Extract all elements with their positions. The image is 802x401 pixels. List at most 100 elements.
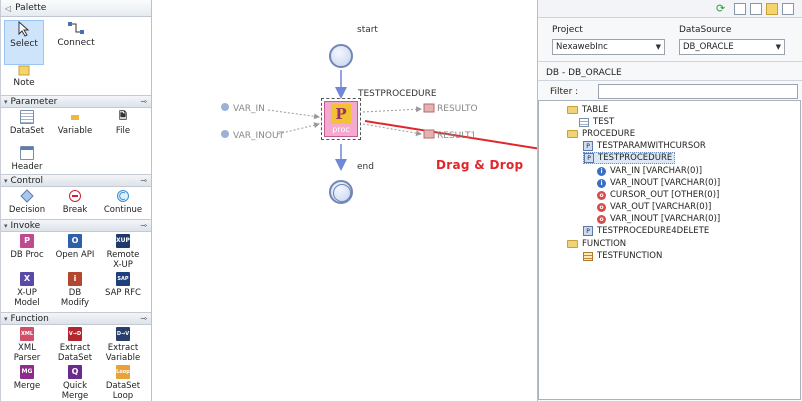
db-proc-label: DB Proc bbox=[10, 250, 44, 260]
var-inout-param[interactable]: VAR_INOUT bbox=[233, 131, 285, 141]
open-api-tool[interactable]: O Open API bbox=[51, 234, 99, 270]
in-param-icon: i bbox=[597, 166, 606, 176]
tree-node-param[interactable]: i VAR_INOUT [VARCHAR(0)] bbox=[597, 177, 720, 189]
refresh-icon[interactable]: ⟳ bbox=[716, 2, 726, 15]
tree-node-param[interactable]: i VAR_IN [VARCHAR(0)] bbox=[597, 165, 702, 177]
tree-node-procedure-folder[interactable]: PROCEDURE bbox=[567, 128, 635, 140]
variable-label: Variable bbox=[57, 126, 93, 136]
db-explorer-panel: ⟳ Project NexawebInc ▼ DataSource DB_ORA… bbox=[537, 0, 802, 401]
pin-icon[interactable]: ⊸ bbox=[140, 314, 147, 323]
select-tool[interactable]: Select bbox=[4, 20, 44, 65]
db-proc-icon: P bbox=[331, 104, 351, 124]
section-title: DB - DB_ORACLE bbox=[546, 68, 622, 78]
pin-icon[interactable]: ⊸ bbox=[140, 176, 147, 185]
palette-title: Palette bbox=[15, 3, 47, 13]
tree-node-param[interactable]: o CURSOR_OUT [OTHER(0)] bbox=[597, 189, 719, 201]
extract-variable-tool[interactable]: D→V Extract Variable bbox=[99, 327, 147, 363]
arrow-cursor-icon bbox=[18, 21, 30, 37]
end-label: end bbox=[357, 162, 374, 172]
xup-model-tool[interactable]: X X-UP Model bbox=[3, 272, 51, 308]
sap-rfc-tool[interactable]: SAP SAP RFC bbox=[99, 272, 147, 308]
tree-node-param[interactable]: o VAR_INOUT [VARCHAR(0)] bbox=[597, 213, 720, 225]
link-editor-icon[interactable] bbox=[766, 3, 778, 15]
merge-tool[interactable]: MG Merge bbox=[3, 365, 51, 401]
quick-merge-label: Quick Merge bbox=[61, 381, 89, 401]
section-expanded-icon: ▾ bbox=[4, 97, 8, 106]
tree-node-testprocedure4delete[interactable]: P TESTPROCEDURE4DELETE bbox=[583, 225, 709, 237]
divider bbox=[538, 61, 802, 62]
tree-node-testparamwithcursor[interactable]: P TESTPARAMWITHCURSOR bbox=[583, 140, 706, 152]
parameter-section-header[interactable]: ▾ Parameter ⊸ bbox=[1, 95, 151, 108]
folder-icon bbox=[567, 106, 578, 114]
tree-node-table-folder[interactable]: TABLE bbox=[567, 104, 608, 116]
control-section-header[interactable]: ▾ Control ⊸ bbox=[1, 174, 151, 187]
decision-tool[interactable]: Decision bbox=[3, 189, 51, 219]
dataset-tool[interactable]: DataSet bbox=[3, 110, 51, 144]
pin-icon[interactable]: ⊸ bbox=[140, 221, 147, 230]
testprocedure-node[interactable]: P proc bbox=[321, 98, 361, 140]
flow-canvas[interactable]: start TESTPROCEDURE P proc end VAR_IN VA… bbox=[153, 0, 537, 401]
tree-node-testfunction[interactable]: TESTFUNCTION bbox=[583, 250, 662, 262]
select-tool-label: Select bbox=[10, 39, 38, 49]
procedure-icon: P bbox=[583, 226, 593, 236]
tree-node-label: VAR_INOUT [VARCHAR(0)] bbox=[610, 214, 721, 224]
quick-merge-tool[interactable]: Q Quick Merge bbox=[51, 365, 99, 401]
end-node[interactable] bbox=[329, 180, 353, 204]
tree-node-function-folder[interactable]: FUNCTION bbox=[567, 238, 626, 250]
datasource-select[interactable]: DB_ORACLE ▼ bbox=[679, 39, 785, 55]
project-select[interactable]: NexawebInc ▼ bbox=[552, 39, 665, 55]
invoke-section-header[interactable]: ▾ Invoke ⊸ bbox=[1, 219, 151, 232]
tree-node-testprocedure[interactable]: P TESTPROCEDURE bbox=[583, 152, 676, 164]
var-in-edge[interactable] bbox=[267, 109, 320, 120]
section-expanded-icon: ▾ bbox=[4, 314, 8, 323]
connect-tool[interactable]: Connect bbox=[56, 20, 96, 65]
result0-edge[interactable] bbox=[362, 106, 422, 113]
merge-label: Merge bbox=[13, 381, 41, 391]
remote-xup-tool[interactable]: XUP Remote X-UP bbox=[99, 234, 147, 270]
header-icon bbox=[20, 146, 34, 160]
dataset-loop-tool[interactable]: Loop DataSet Loop bbox=[99, 365, 147, 401]
tree-node-param[interactable]: o VAR_OUT [VARCHAR(0)] bbox=[597, 201, 711, 213]
variable-icon bbox=[68, 110, 82, 124]
minimize-icon[interactable] bbox=[734, 3, 746, 15]
result1-param[interactable]: RESULT1 bbox=[437, 131, 477, 141]
start-node[interactable] bbox=[329, 44, 353, 68]
node-title: TESTPROCEDURE bbox=[358, 89, 437, 99]
tree-node-label: VAR_OUT [VARCHAR(0)] bbox=[610, 202, 712, 212]
collapse-left-icon[interactable]: ◁ bbox=[5, 3, 12, 13]
db-object-tree[interactable]: TABLE TEST PROCEDURE P TESTPARAMWITHCURS… bbox=[538, 100, 801, 400]
var-inout-edge[interactable] bbox=[277, 122, 320, 135]
output-param-icon bbox=[423, 129, 435, 139]
collapse-all-icon[interactable] bbox=[750, 3, 762, 15]
break-label: Break bbox=[62, 205, 88, 215]
db-proc-tool[interactable]: P DB Proc bbox=[3, 234, 51, 270]
db-modify-icon: i bbox=[68, 272, 82, 286]
filter-input[interactable] bbox=[598, 84, 798, 99]
view-menu-icon[interactable] bbox=[782, 3, 794, 15]
tree-node-test[interactable]: TEST bbox=[579, 116, 614, 128]
connect-tool-label: Connect bbox=[57, 38, 95, 48]
chevron-down-icon: ▼ bbox=[655, 43, 661, 51]
xml-parser-tool[interactable]: XML XML Parser bbox=[3, 327, 51, 363]
db-modify-tool[interactable]: i DB Modify bbox=[51, 272, 99, 308]
header-tool[interactable]: Header bbox=[3, 146, 51, 174]
result1-edge[interactable] bbox=[362, 123, 422, 137]
tree-node-label: VAR_INOUT [VARCHAR(0)] bbox=[610, 178, 721, 188]
result0-param[interactable]: RESULTO bbox=[437, 104, 478, 114]
break-tool[interactable]: Break bbox=[51, 189, 99, 219]
note-icon bbox=[18, 65, 30, 76]
note-tool[interactable]: Note bbox=[4, 65, 44, 95]
folder-icon bbox=[567, 240, 578, 248]
var-in-param[interactable]: VAR_IN bbox=[233, 104, 265, 114]
extract-dataset-tool[interactable]: V→D Extract DataSet bbox=[51, 327, 99, 363]
file-tool[interactable]: 🗎 File bbox=[99, 110, 147, 144]
extract-dataset-label: Extract DataSet bbox=[57, 343, 93, 363]
continue-tool[interactable]: Continue bbox=[99, 189, 147, 219]
tree-node-label: PROCEDURE bbox=[582, 129, 636, 139]
parameter-items: DataSet Variable 🗎 File Header bbox=[1, 108, 151, 174]
section-expanded-icon: ▾ bbox=[4, 176, 8, 185]
pin-icon[interactable]: ⊸ bbox=[140, 97, 147, 106]
palette-header[interactable]: ◁ Palette bbox=[1, 0, 151, 17]
variable-tool[interactable]: Variable bbox=[51, 110, 99, 144]
function-section-header[interactable]: ▾ Function ⊸ bbox=[1, 312, 151, 325]
